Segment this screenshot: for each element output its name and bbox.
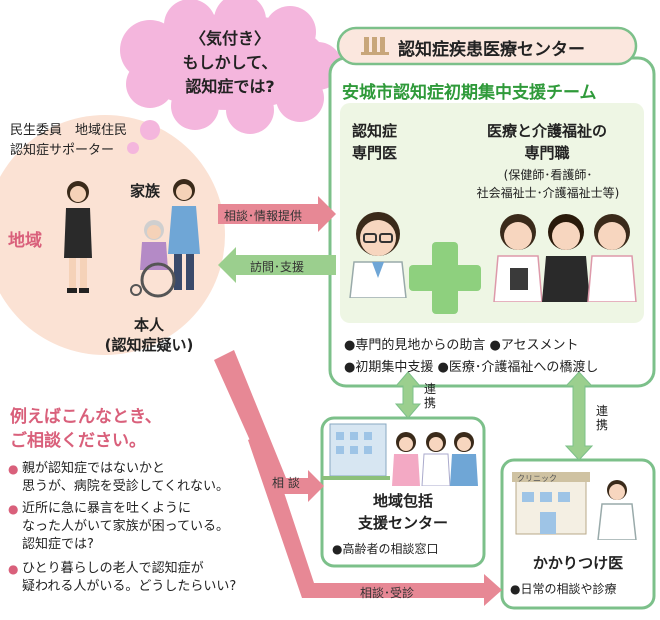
staff-line-1: 医療と介護福祉の (486, 122, 607, 140)
example-3-line-2: 疑われる人がいる。どうしたらいい? (22, 579, 237, 594)
houkatsu-building-icon (322, 423, 390, 480)
clinic-sign: クリニック (517, 474, 557, 483)
staff-sub-2: 社会福祉士･介護福祉士等) (476, 186, 620, 200)
consult-label: 相 談 (272, 476, 300, 490)
community-circle (0, 115, 225, 355)
example-bullet-3: ● (8, 562, 19, 576)
examples-title-2: ご相談ください。 (10, 431, 146, 451)
example-bullet-2: ● (8, 502, 19, 516)
houkatsu-service: ●高齢者の相談窓口 (332, 542, 439, 556)
example-1-line-1: 親が認知症ではないかと (22, 461, 166, 476)
clinic-doctor-figure (597, 480, 637, 540)
example-bullet-1: ● (8, 462, 19, 476)
center-header-pill (336, 26, 638, 66)
example-1-line-2: 思うが、病院を受診してくれない。 (22, 479, 229, 494)
arrow-renkei-left (394, 371, 422, 419)
example-2-line-1: 近所に急に暴言を吐くように (22, 501, 192, 516)
houkatsu-title-1: 地域包括 (372, 492, 433, 510)
houkatsu-staff-figure (392, 432, 478, 486)
community-woman-figure (64, 181, 92, 293)
renkei-right-label: 連携 (596, 404, 609, 432)
professionals-figure (493, 214, 637, 302)
services-line-2: ●初期集中支援 ●医療･介護福祉への橋渡し (344, 360, 599, 375)
doctor-line-1: 認知症 (352, 122, 398, 140)
arrow-renkei-right (564, 371, 594, 461)
renkei-left-label: 連携 (424, 382, 437, 410)
building-icon (361, 37, 389, 55)
thought-line-2: もしかして、 (182, 53, 278, 72)
thought-line-3: 認知症では? (185, 77, 275, 96)
family-label: 家族 (130, 182, 161, 200)
thought-cloud (120, 0, 342, 154)
example-2-line-3: 認知症では? (22, 537, 94, 552)
consult-info-label: 相談･情報提供 (224, 209, 303, 223)
supporters-line-2: 認知症サポーター (10, 143, 115, 158)
visit-support-label: 訪問･支援 (250, 260, 305, 274)
clinic-service: ●日常の相談や診療 (510, 582, 617, 596)
arrow-consult (214, 350, 324, 502)
clinic-building-icon (512, 472, 590, 535)
thought-line-1: 〈気付き〉 (189, 29, 270, 48)
staff-line-2: 専門職 (524, 144, 570, 162)
patient-line-2: (認知症疑い) (104, 336, 194, 354)
consult-exam-label: 相談･受診 (360, 586, 415, 600)
team-title: 安城市認知症初期集中支援チーム (342, 83, 597, 103)
doctor-line-2: 専門医 (352, 144, 398, 162)
arrow-consult-exam (248, 432, 502, 606)
examples-title-1: 例えばこんなとき、 (10, 407, 162, 427)
example-3-line-1: ひとり暮らしの老人で認知症が (22, 561, 204, 576)
arrow-visit-support (218, 247, 336, 283)
example-2-line-2: なった人がいて家族が困っている。 (22, 519, 229, 534)
family-and-patient-figure (130, 179, 200, 298)
arrow-consult-info (218, 196, 336, 232)
doctor-figure (349, 212, 407, 298)
patient-line-1: 本人 (133, 316, 164, 334)
houkatsu-title-2: 支援センター (357, 514, 448, 532)
center-header: 認知症疾患医療センター (398, 40, 585, 60)
supporters-line-1: 民生委員 地域住民 (10, 123, 128, 138)
community-label: 地域 (8, 231, 42, 251)
staff-sub-1: (保健師･看護師･ (503, 168, 593, 182)
clinic-title: かかりつけ医 (532, 554, 624, 572)
green-cross-icon (409, 242, 481, 314)
services-line-1: ●専門的見地からの助言 ●アセスメント (344, 338, 579, 353)
